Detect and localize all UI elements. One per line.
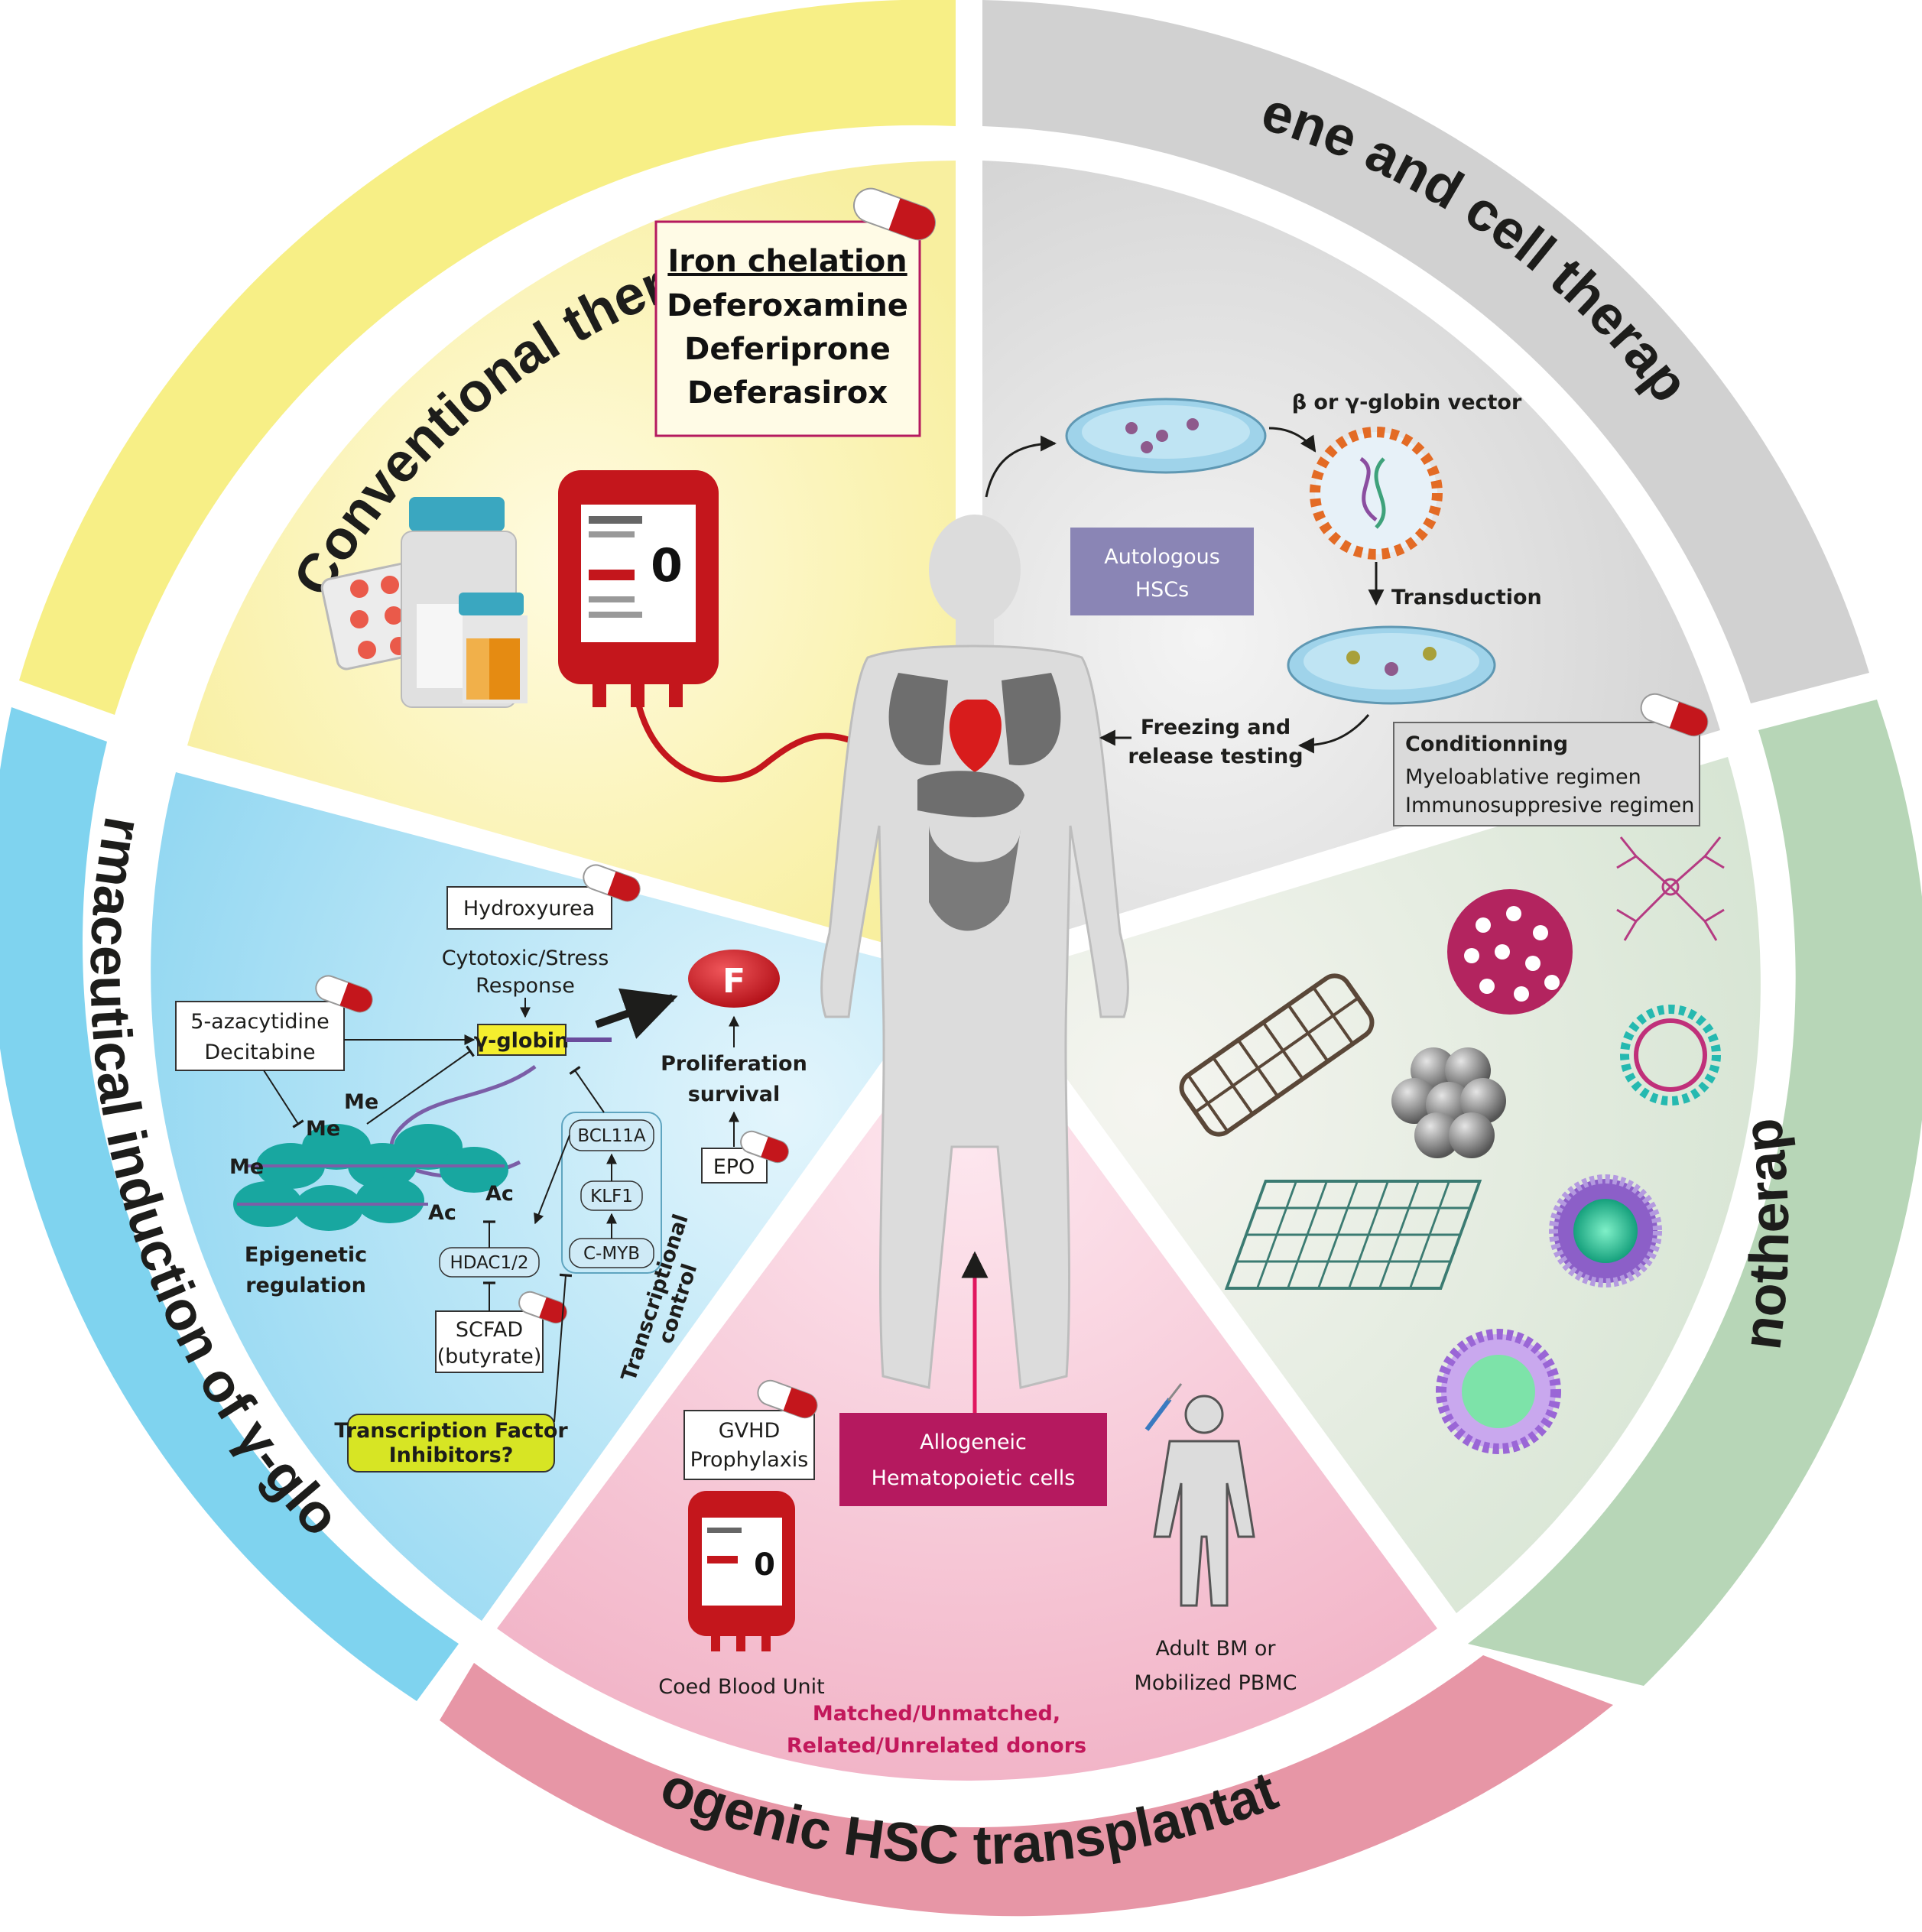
me-label-2: Me (344, 1090, 378, 1114)
donors-line-2: Related/Unrelated donors (787, 1734, 1086, 1758)
iron-chelation-box: Iron chelation Deferoxamine Deferiprone … (654, 220, 921, 437)
blood-bag-icon: 0 (558, 470, 873, 783)
chromatin-nucleosomes-icon (233, 1064, 537, 1231)
epigenetic-line-1: Epigenetic (245, 1243, 367, 1267)
autologous-line-1: Autologous (1104, 545, 1220, 569)
iron-drug-3: Deferasirox (687, 375, 888, 411)
bcl11a-label: BCL11A (577, 1126, 646, 1146)
conditioning-box (1393, 722, 1700, 826)
epo-label: EPO (713, 1155, 755, 1179)
ring-gray (982, 0, 1869, 703)
ring-yellow (19, 0, 956, 715)
hydroxyurea-box (446, 886, 612, 930)
gene-cell-panel: β or γ-globin vector Autologous HSCs Tra… (985, 391, 1709, 826)
pill-capsule-icon (757, 1379, 818, 1419)
gvhd-box (683, 1410, 815, 1480)
hydroxyurea-label: Hydroxyurea (463, 897, 595, 921)
autologous-line-2: HSCs (1135, 578, 1189, 602)
blood-type-label: 0 (651, 539, 683, 593)
ring-blue (0, 707, 459, 1701)
hbf-label: F (722, 962, 745, 1001)
allo-line-1: Allogeneic (920, 1430, 1027, 1454)
azacytidine-box (175, 1001, 345, 1071)
conditioning-title: Conditionning (1405, 732, 1568, 756)
viral-vector-icon (1310, 427, 1443, 560)
ac-label-2: Ac (428, 1201, 456, 1225)
me-label-3: Me (229, 1155, 264, 1179)
conditioning-line-1: Myeloablative regimen (1405, 765, 1641, 789)
allo-line-2: Hematopoietic cells (872, 1466, 1076, 1490)
cord-label: Coed Blood Unit (658, 1675, 824, 1699)
hbf-rbc-icon (688, 950, 780, 1008)
prolif-line-1: Proliferation (661, 1052, 807, 1076)
pill-capsule-icon (1640, 693, 1709, 737)
tfi-line-2: Inhibitors? (389, 1443, 514, 1467)
prolif-line-2: survival (688, 1083, 781, 1106)
nano-panel (1179, 836, 1725, 1454)
adult-line-2: Mobilized PBMC (1135, 1671, 1297, 1695)
medicine-bottles-icon (320, 497, 528, 708)
freezing-line-1: Freezing and (1141, 716, 1291, 739)
allo-panel: Allogeneic Hematopoietic cells GVHD Prop… (658, 1251, 1297, 1758)
autologous-hscs-box (1070, 528, 1254, 615)
pill-capsule-icon (740, 1130, 789, 1164)
ring-green (1468, 700, 1922, 1686)
me-label-1: Me (306, 1117, 340, 1141)
cytotoxic-line-1: Cytotoxic/Stress (442, 947, 609, 970)
aza-line-1: 5-azacytidine (190, 1010, 329, 1034)
transduction-label: Transduction (1391, 586, 1542, 609)
cord-blood-bag-icon: 0 (688, 1491, 795, 1651)
cytotoxic-line-2: Response (476, 974, 575, 998)
graphene-sheet-icon (1224, 1180, 1482, 1290)
pharma-panel: Hydroxyurea Cytotoxic/Stress Response 5-… (175, 864, 807, 1473)
carbon-nanotube-icon (1179, 973, 1375, 1137)
klf1-label: KLF1 (590, 1187, 633, 1206)
ac-label-1: Ac (485, 1182, 514, 1206)
vector-label: β or γ-globin vector (1292, 391, 1522, 414)
adult-line-1: Adult BM or (1156, 1637, 1277, 1661)
cord-blood-type-label: 0 (754, 1547, 775, 1583)
freezing-line-2: release testing (1128, 745, 1303, 768)
epigenetic-line-2: regulation (245, 1274, 366, 1297)
scfad-line-2: (butyrate) (437, 1345, 542, 1369)
human-body-figure (820, 515, 1129, 1389)
gamma-globin-label: γ-globin (474, 1029, 570, 1053)
conditioning-line-2: Immunosuppresive regimen (1405, 794, 1694, 817)
gvhd-line-2: Prophylaxis (690, 1448, 809, 1472)
tfi-line-1: Transcription Factor (334, 1419, 568, 1443)
pill-capsule-icon (583, 864, 641, 902)
dendrimer-icon (1616, 836, 1725, 941)
scfad-box (435, 1310, 544, 1373)
liposome-icon (1620, 1005, 1721, 1106)
cmyb-label: C-MYB (583, 1244, 640, 1264)
transcription-panel (561, 1112, 662, 1274)
scfad-line-1: SCFAD (456, 1318, 523, 1342)
gamma-globin-box (477, 1024, 567, 1056)
gvhd-line-1: GVHD (719, 1419, 781, 1443)
iron-title: Iron chelation (667, 244, 907, 279)
ring-pink (440, 1655, 1613, 1917)
donors-line-1: Matched/Unmatched, (813, 1702, 1060, 1726)
hdac-label: HDAC1/2 (450, 1253, 528, 1273)
iron-drug-2: Deferiprone (684, 332, 891, 367)
tf-inhibitors-box (347, 1414, 555, 1473)
pill-capsule-icon (852, 187, 937, 241)
metal-nanocluster-icon (1391, 1047, 1506, 1158)
pill-capsule-icon (315, 975, 373, 1013)
allogeneic-cells-box (839, 1413, 1107, 1506)
pill-capsule-icon (518, 1291, 567, 1324)
donor-figure-icon (1144, 1383, 1255, 1607)
aza-line-2: Decitabine (204, 1041, 315, 1064)
iron-drug-1: Deferoxamine (667, 288, 908, 323)
